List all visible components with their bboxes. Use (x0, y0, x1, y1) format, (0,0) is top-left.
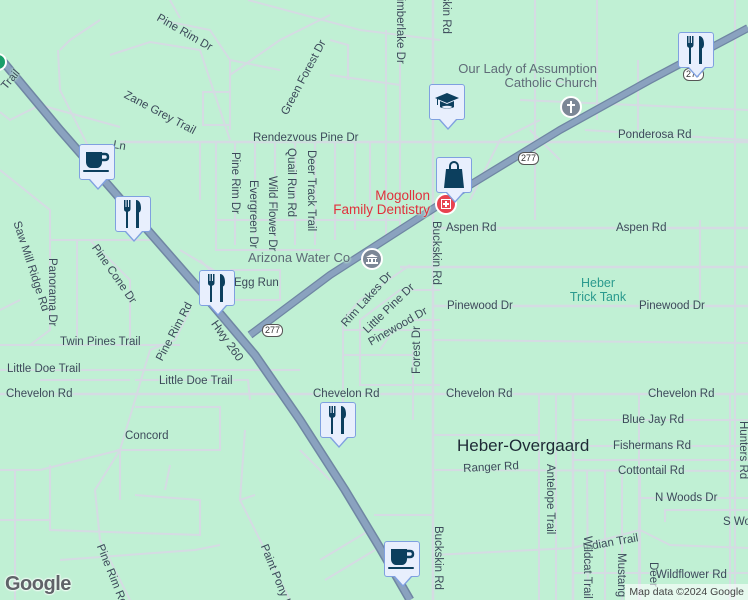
google-logo[interactable]: Google (5, 573, 71, 595)
street-label: Aspen Rd (446, 222, 497, 234)
coffee-cup-icon (388, 549, 415, 569)
street-label: Twin Pines Trail (60, 336, 141, 348)
street-label: Little Doe Trail (7, 363, 81, 375)
street-label: Buckskin Rd (430, 221, 442, 285)
street-label: Chevelon Rd (446, 388, 513, 400)
street-label: Wild Flower Dr (266, 176, 278, 252)
street-label: Pine Rim Dr (229, 152, 241, 214)
restaurant-marker[interactable] (678, 32, 714, 78)
street-label: Rendezvous Pine Dr (253, 132, 359, 144)
fork-knife-icon (208, 274, 225, 302)
street-label: Wildflower Rd (656, 569, 727, 581)
street-label: N Woods Dr (655, 492, 718, 504)
street-label: Cottontail Rd (618, 465, 685, 477)
street-label: Forest Dr (411, 326, 423, 374)
street-label: S Wo (723, 516, 748, 528)
street-label: Concord (125, 430, 169, 442)
church-label-line1: Our Lady of Assumption (458, 61, 597, 76)
fork-knife-icon (124, 200, 141, 228)
restaurant-marker[interactable] (320, 402, 356, 448)
church-cross-icon[interactable] (560, 96, 582, 118)
street-label: Timberlake Dr (394, 0, 406, 64)
street-label: Evergreen Dr (247, 180, 259, 249)
graduation-cap-icon (435, 93, 459, 109)
dentistry-label-line1: Mogollon (375, 188, 430, 203)
street-label: Wildcat Trail (581, 536, 593, 599)
street-label: Quail Run Rd (285, 148, 297, 218)
shopping-bag-icon (444, 161, 464, 188)
street-label: Chevelon Rd (313, 388, 380, 400)
street-label: Antelope Trail (544, 464, 556, 535)
street-label: Panorama Dr (46, 258, 58, 327)
route-shield-277: 277 (518, 152, 540, 165)
street-label: Pinewood Dr (447, 300, 513, 312)
street-label: Little Doe Trail (159, 375, 233, 387)
shopping-marker[interactable] (436, 157, 472, 203)
street-label: Chevelon Rd (648, 388, 715, 400)
street-label: Egg Run (234, 277, 279, 289)
street-label: Pinewood Dr (639, 300, 705, 312)
street-label: Chevelon Rd (6, 388, 73, 400)
restaurant-marker[interactable] (199, 270, 235, 316)
street-label: Buckskin Rd (440, 0, 452, 34)
street-label: Hunters Rd (737, 421, 748, 480)
cafe-marker[interactable] (384, 541, 420, 587)
street-label: Mustang (615, 553, 627, 598)
restaurant-marker[interactable] (115, 196, 151, 242)
map-attribution[interactable]: Map data ©2024 Google (625, 584, 748, 600)
fork-knife-icon (329, 406, 346, 434)
school-marker[interactable] (429, 84, 465, 130)
street-label: Ponderosa Rd (618, 129, 692, 141)
coffee-cup-icon (83, 152, 110, 172)
government-building-icon[interactable] (361, 248, 383, 270)
street-label: Blue Jay Rd (622, 414, 685, 426)
water-co-label: Arizona Water Co (248, 250, 351, 265)
fork-knife-icon (687, 36, 704, 64)
dentistry-label-line2: Family Dentistry (333, 202, 430, 217)
place-label: Heber-Overgaard (457, 436, 590, 455)
route-shield-277: 277 (262, 324, 284, 337)
street-label: Buckskin Rd (432, 526, 444, 590)
street-label: Fishermans Rd (613, 440, 691, 452)
water-label-line1: Heber (580, 276, 616, 290)
church-label-line2: Catholic Church (504, 75, 598, 90)
water-label-line2: Trick Tank (569, 290, 627, 304)
street-label: Aspen Rd (616, 222, 667, 234)
cafe-marker[interactable] (79, 144, 115, 190)
